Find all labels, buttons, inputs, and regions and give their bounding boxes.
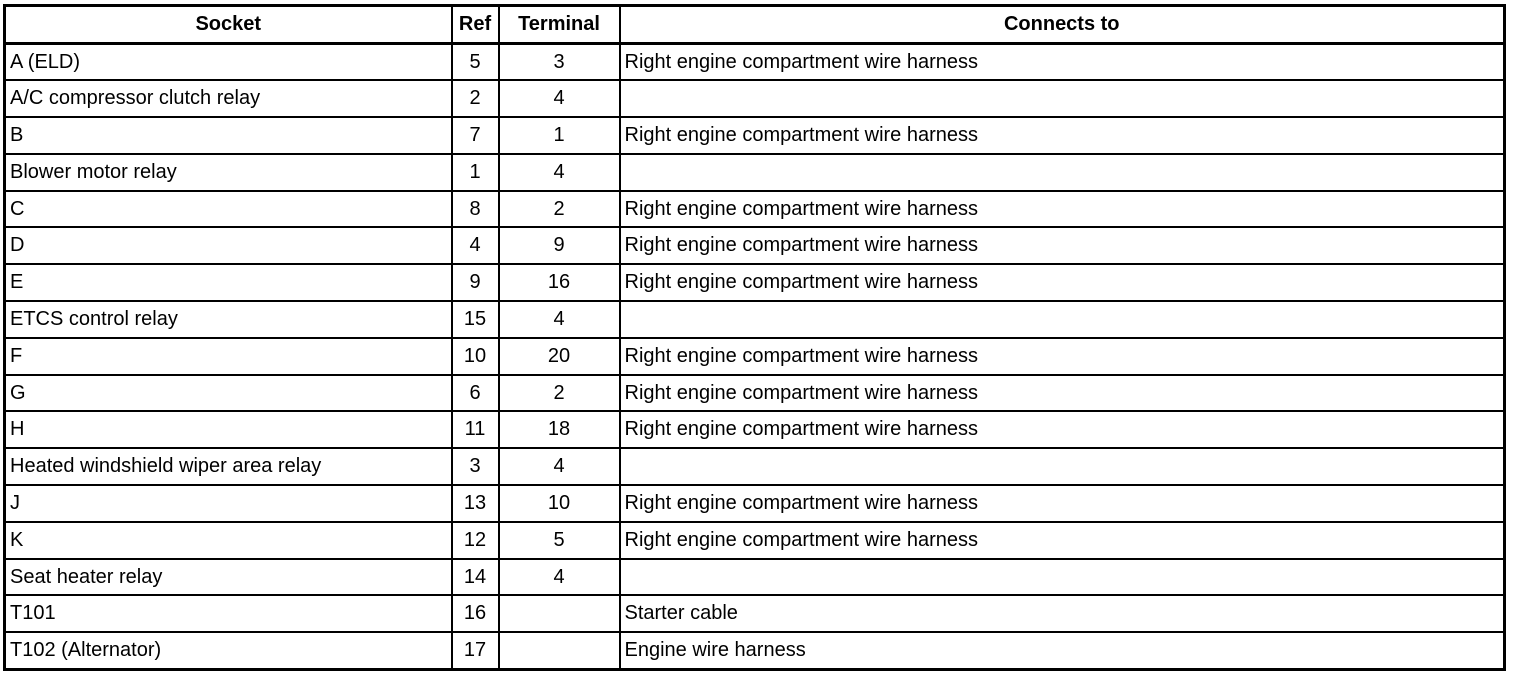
cell-ref: 12 xyxy=(450,520,500,560)
cell-socket: H xyxy=(3,410,453,450)
cell-terminal: 9 xyxy=(497,226,621,266)
cell-terminal: 4 xyxy=(497,152,621,192)
cell-socket: G xyxy=(3,373,453,413)
column-header-connects-to: Connects to xyxy=(618,4,1506,45)
cell-connects-to: Right engine compartment wire harness xyxy=(618,410,1506,450)
cell-ref: 8 xyxy=(450,189,500,229)
column-header-terminal: Terminal xyxy=(497,4,621,45)
cell-ref: 3 xyxy=(450,447,500,487)
cell-ref: 9 xyxy=(450,263,500,303)
cell-connects-to: Right engine compartment wire harness xyxy=(618,336,1506,376)
cell-socket: K xyxy=(3,520,453,560)
cell-connects-to: Right engine compartment wire harness xyxy=(618,116,1506,155)
cell-ref: 17 xyxy=(450,631,500,671)
cell-terminal: 2 xyxy=(497,373,621,413)
cell-connects-to xyxy=(618,79,1506,119)
cell-connects-to xyxy=(618,300,1506,339)
cell-terminal: 4 xyxy=(497,79,621,119)
cell-socket: A/C compressor clutch relay xyxy=(3,79,453,119)
cell-ref: 5 xyxy=(450,42,500,82)
cell-socket: C xyxy=(3,189,453,229)
cell-terminal: 20 xyxy=(497,336,621,376)
cell-socket: D xyxy=(3,226,453,266)
cell-connects-to: Right engine compartment wire harness xyxy=(618,484,1506,523)
cell-terminal: 3 xyxy=(497,42,621,82)
cell-ref: 14 xyxy=(450,557,500,597)
cell-ref: 2 xyxy=(450,79,500,119)
cell-socket: T102 (Alternator) xyxy=(3,631,453,671)
cell-terminal: 16 xyxy=(497,263,621,303)
cell-connects-to: Right engine compartment wire harness xyxy=(618,226,1506,266)
cell-terminal: 1 xyxy=(497,116,621,155)
cell-socket: B xyxy=(3,116,453,155)
cell-socket: Heated windshield wiper area relay xyxy=(3,447,453,487)
cell-connects-to: Starter cable xyxy=(618,594,1506,634)
cell-terminal xyxy=(497,594,621,634)
cell-socket: ETCS control relay xyxy=(3,300,453,339)
cell-socket: Blower motor relay xyxy=(3,152,453,192)
cell-connects-to: Right engine compartment wire harness xyxy=(618,263,1506,303)
cell-terminal: 2 xyxy=(497,189,621,229)
cell-connects-to: Right engine compartment wire harness xyxy=(618,520,1506,560)
cell-terminal xyxy=(497,631,621,671)
cell-ref: 13 xyxy=(450,484,500,523)
cell-terminal: 5 xyxy=(497,520,621,560)
cell-ref: 4 xyxy=(450,226,500,266)
cell-ref: 16 xyxy=(450,594,500,634)
cell-ref: 7 xyxy=(450,116,500,155)
cell-terminal: 10 xyxy=(497,484,621,523)
relay-socket-table: Socket Ref Terminal Connects to A (ELD)5… xyxy=(3,4,1506,671)
cell-ref: 11 xyxy=(450,410,500,450)
cell-terminal: 4 xyxy=(497,447,621,487)
cell-terminal: 4 xyxy=(497,300,621,339)
cell-connects-to xyxy=(618,557,1506,597)
cell-connects-to xyxy=(618,447,1506,487)
cell-connects-to: Engine wire harness xyxy=(618,631,1506,671)
cell-ref: 1 xyxy=(450,152,500,192)
cell-socket: F xyxy=(3,336,453,376)
cell-socket: A (ELD) xyxy=(3,42,453,82)
cell-ref: 15 xyxy=(450,300,500,339)
cell-ref: 10 xyxy=(450,336,500,376)
column-header-ref: Ref xyxy=(450,4,500,45)
table-row: T102 (Alternator)17 Engine wire harness xyxy=(3,631,1506,671)
cell-connects-to: Right engine compartment wire harness xyxy=(618,42,1506,82)
cell-connects-to: Right engine compartment wire harness xyxy=(618,189,1506,229)
cell-socket: T101 xyxy=(3,594,453,634)
cell-ref: 6 xyxy=(450,373,500,413)
header-row: Socket Ref Terminal Connects to xyxy=(3,4,1506,45)
cell-terminal: 18 xyxy=(497,410,621,450)
cell-terminal: 4 xyxy=(497,557,621,597)
cell-socket: J xyxy=(3,484,453,523)
cell-socket: E xyxy=(3,263,453,303)
cell-socket: Seat heater relay xyxy=(3,557,453,597)
cell-connects-to xyxy=(618,152,1506,192)
table-header: Socket Ref Terminal Connects to xyxy=(3,4,1506,45)
column-header-socket: Socket xyxy=(3,4,453,45)
cell-connects-to: Right engine compartment wire harness xyxy=(618,373,1506,413)
relay-socket-table-container: Socket Ref Terminal Connects to A (ELD)5… xyxy=(3,4,1506,671)
